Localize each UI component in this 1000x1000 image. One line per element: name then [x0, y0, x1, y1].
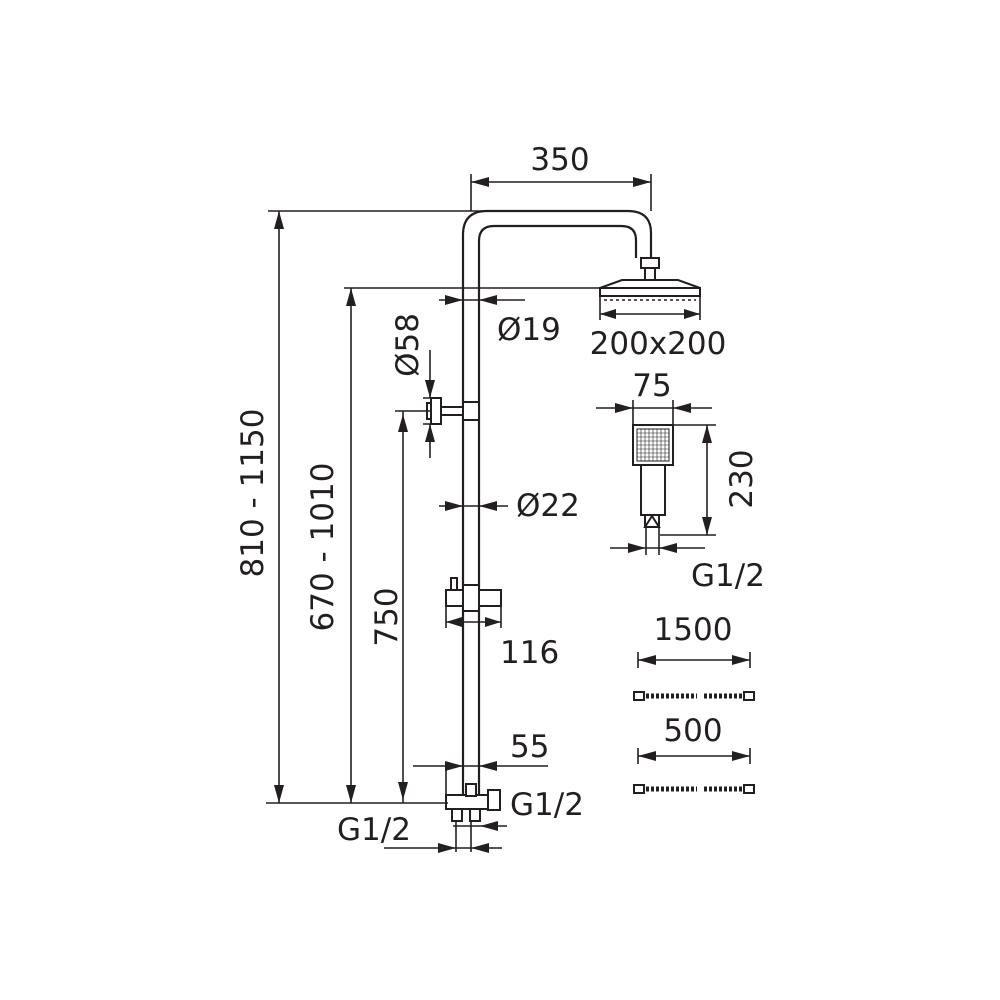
- dimension-diverter-offset: 55: [413, 729, 549, 795]
- label-total-height: 810 - 1150: [235, 409, 271, 578]
- label-head-size: 200x200: [590, 326, 727, 362]
- label-diverter-offset: 55: [510, 729, 549, 765]
- label-holder-height: 750: [369, 587, 405, 646]
- hose-short: 500: [633, 713, 755, 794]
- hose-long: 1500: [633, 612, 755, 701]
- label-handshower-thread: G1/2: [691, 558, 765, 594]
- rain-shower-head: [599, 279, 701, 301]
- dimension-pipe-diameter-top: Ø19: [439, 295, 561, 348]
- label-handshower-width: 75: [632, 368, 671, 404]
- hand-shower: [632, 424, 674, 528]
- label-hose-long: 1500: [654, 612, 733, 648]
- dimension-head-size: 200x200: [590, 296, 727, 362]
- label-head-height: 670 - 1010: [305, 463, 341, 632]
- dimension-outlet-thread: G1/2: [453, 787, 584, 831]
- wall-holder: [426, 397, 480, 425]
- dimension-head-height: 670 - 1010: [305, 287, 600, 803]
- label-handshower-length: 230: [724, 449, 760, 508]
- dimension-pipe-diameter-main: Ø22: [439, 488, 580, 524]
- label-slider-width: 116: [500, 635, 559, 671]
- label-arm-reach: 350: [530, 142, 589, 178]
- dimension-handshower-thread: G1/2: [610, 527, 765, 594]
- dimension-handshower-length: 230: [660, 424, 760, 536]
- dimension-total-height: 810 - 1150: [235, 210, 490, 804]
- dimension-holder-diameter: Ø58: [390, 313, 441, 458]
- label-pipe-diameter-top: Ø19: [497, 312, 561, 348]
- dimension-holder-height: 750: [369, 410, 431, 803]
- label-hose-short: 500: [663, 713, 722, 749]
- dimension-inlet-thread: G1/2: [337, 812, 502, 853]
- dimension-handshower-width: 75: [596, 368, 712, 425]
- label-inlet-thread: G1/2: [337, 812, 411, 848]
- label-pipe-diameter-main: Ø22: [516, 488, 580, 524]
- dimension-slider-width: 116: [445, 606, 559, 671]
- diverter-block: [445, 783, 501, 822]
- dimension-arm-reach: 350: [470, 142, 652, 211]
- label-outlet-thread: G1/2: [510, 787, 584, 823]
- label-holder-diameter: Ø58: [390, 313, 426, 377]
- slide-holder: [445, 577, 502, 612]
